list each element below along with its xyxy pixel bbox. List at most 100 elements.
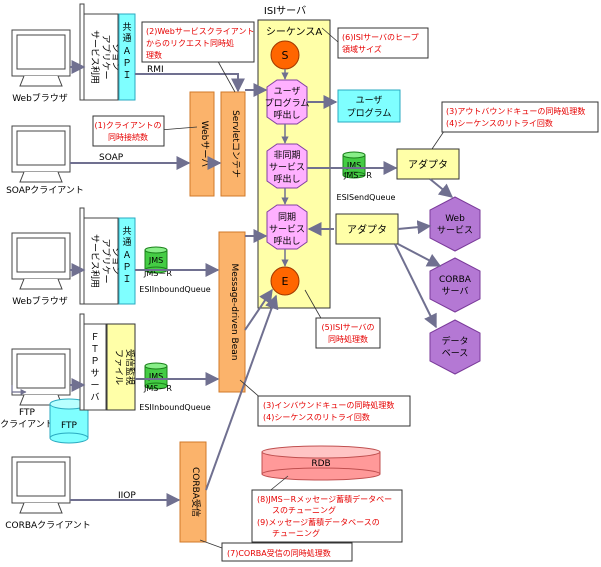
svg-text:理数: 理数: [146, 50, 162, 60]
soap-label: SOAP: [99, 153, 124, 163]
ftp-server-block: Ｆ Ｔ Ｐ サ ー バ ファイル 受信監視: [79, 313, 136, 411]
svg-text:サーバ: サーバ: [442, 286, 469, 297]
svg-text:バ: バ: [90, 392, 99, 403]
svg-text:通: 通: [122, 237, 131, 248]
svg-text:JMS: JMS: [148, 256, 163, 265]
end-node: [270, 266, 300, 296]
svg-text:Ｐ: Ｐ: [90, 357, 99, 367]
soap-client: SOAPクライアント: [6, 125, 84, 196]
start-label: S: [282, 49, 289, 62]
svg-text:Webブラウザ: Webブラウザ: [12, 92, 68, 104]
svg-text:JMS: JMS: [346, 161, 361, 170]
svg-text:非同期: 非同期: [273, 149, 300, 161]
svg-text:(8)JMS－Rメッセージ蓄積データベー: (8)JMS－Rメッセージ蓄積データベー: [257, 494, 392, 504]
svg-text:Webサーバ: Webサーバ: [199, 121, 210, 168]
note-5: (5)ISIサーバの 同時処理数: [315, 317, 381, 349]
svg-text:(3)アウトバウンドキューの同時処理数: (3)アウトバウンドキューの同時処理数: [446, 106, 585, 116]
svg-text:プログラム: プログラム: [347, 107, 392, 119]
isi-server-title: ISIサーバ: [264, 5, 306, 17]
service-app-2: サービス利用 アプリケー ション 共 通 Ａ Ｐ Ｉ: [79, 207, 136, 305]
corba-server-node: CORBA サーバ: [429, 257, 481, 313]
svg-text:JMS－R: JMS－R: [343, 171, 372, 180]
svg-text:アダプタ: アダプタ: [408, 158, 448, 171]
rdb: RDB: [261, 445, 381, 481]
iiop-label: IIOP: [118, 491, 136, 501]
svg-text:(2)Webサービスクライアント: (2)Webサービスクライアント: [146, 27, 254, 36]
svg-text:ユーザ: ユーザ: [356, 95, 383, 106]
svg-text:Ａ: Ａ: [122, 251, 131, 261]
web-server: Webサーバ: [189, 91, 215, 197]
svg-text:チューニング: チューニング: [272, 528, 320, 538]
svg-text:FTP: FTP: [19, 408, 36, 418]
svg-text:Ｆ: Ｆ: [90, 333, 99, 343]
svg-text:(4)シーケンスのリトライ回数: (4)シーケンスのリトライ回数: [263, 412, 370, 422]
jms-send-queue: JMS JMS－R ESISendQueue: [337, 151, 396, 202]
svg-text:ESIInboundQueue: ESIInboundQueue: [139, 285, 210, 294]
svg-text:スのチューニング: スのチューニング: [272, 505, 336, 515]
svg-text:ー: ー: [90, 381, 99, 391]
service-app-1: サービス利用 アプリケー ション 共 通 Ａ Ｐ Ｉ: [79, 3, 136, 101]
svg-text:同時接続数: 同時接続数: [108, 132, 148, 142]
message-driven-bean: Message-driven Bean: [218, 231, 246, 393]
user-program-box: ユーザ プログラム: [337, 89, 401, 123]
adapter-async: アダプタ: [396, 148, 460, 180]
svg-text:ESIInboundQueue: ESIInboundQueue: [139, 403, 210, 412]
svg-text:RDB: RDB: [311, 459, 330, 469]
web-browser-1: Webブラウザ: [11, 29, 71, 104]
jms-inbound-queue-2: JMS JMS－R ESIInboundQueue: [139, 362, 211, 412]
svg-text:呼出し: 呼出し: [273, 173, 300, 185]
note-7: (7)CORBA受信の同時処理数: [221, 542, 353, 562]
svg-text:受信監視: 受信監視: [124, 349, 136, 385]
svg-text:呼出し: 呼出し: [273, 109, 300, 121]
svg-text:サービス利用: サービス利用: [89, 30, 101, 84]
note-3b: (3)インバウンドキューの同時処理数 (4)シーケンスのリトライ回数: [257, 395, 411, 427]
step-user-program-call: ユーザ プログラム 呼出し: [265, 79, 309, 125]
svg-text:アプリケー: アプリケー: [100, 34, 111, 79]
svg-text:FTP: FTP: [61, 421, 78, 431]
svg-text:サービス利用: サービス利用: [89, 234, 101, 288]
note-3a: (3)アウトバウンドキューの同時処理数 (4)シーケンスのリトライ回数: [441, 101, 599, 133]
web-service-node: Web サービス: [429, 196, 481, 252]
svg-text:サービス: サービス: [437, 225, 473, 236]
servlet-container: Servletコンテナ: [220, 91, 246, 197]
svg-text:(6)ISIサーバのヒープ: (6)ISIサーバのヒープ: [342, 33, 419, 42]
svg-text:CORBA受信: CORBA受信: [190, 467, 202, 517]
sequence-title: シーケンスA: [266, 26, 322, 38]
svg-text:サ: サ: [90, 368, 99, 379]
step-async-service-call: 非同期 サービス 呼出し: [266, 143, 308, 189]
svg-text:Ｉ: Ｉ: [122, 275, 131, 285]
ftp-client: FTP クライアント: [0, 348, 71, 430]
ftp-drum: FTP: [49, 398, 89, 444]
svg-text:Ｐ: Ｐ: [122, 59, 131, 69]
svg-text:ファイル: ファイル: [113, 349, 123, 385]
svg-text:Webブラウザ: Webブラウザ: [12, 295, 68, 307]
svg-text:呼出し: 呼出し: [273, 235, 300, 247]
svg-text:アプリケー: アプリケー: [100, 238, 111, 283]
svg-text:(7)CORBA受信の同時処理数: (7)CORBA受信の同時処理数: [227, 548, 331, 558]
svg-text:領域サイズ: 領域サイズ: [342, 44, 382, 54]
svg-text:(3)インバウンドキューの同時処理数: (3)インバウンドキューの同時処理数: [263, 400, 394, 410]
note-8: (8)JMS－Rメッセージ蓄積データベー スのチューニング (9)メッセージ蓄積…: [251, 489, 403, 543]
svg-text:Message-driven Bean: Message-driven Bean: [229, 264, 239, 361]
svg-text:JMS－R: JMS－R: [143, 384, 172, 393]
adapter-sync: アダプタ: [335, 213, 399, 245]
note-6: (6)ISIサーバのヒープ 領域サイズ: [337, 27, 429, 59]
svg-text:JMS－R: JMS－R: [143, 269, 172, 278]
svg-text:からのリクエスト同時処: からのリクエスト同時処: [146, 38, 234, 48]
corba-receiver: CORBA受信: [179, 441, 207, 543]
note-1: (1)クライアントの 同時接続数: [92, 115, 165, 147]
svg-text:(1)クライアントの: (1)クライアントの: [94, 121, 161, 130]
esi-send-queue-label: ESISendQueue: [337, 193, 396, 202]
svg-text:ユーザ: ユーザ: [274, 86, 301, 97]
svg-text:(4)シーケンスのリトライ回数: (4)シーケンスのリトライ回数: [446, 118, 553, 128]
svg-text:ション: ション: [110, 43, 120, 70]
svg-text:サービス: サービス: [269, 162, 305, 173]
svg-text:共: 共: [122, 22, 131, 33]
rmi-label: RMI: [147, 65, 164, 75]
svg-text:ション: ション: [110, 247, 120, 274]
svg-text:同時処理数: 同時処理数: [328, 334, 368, 344]
svg-text:Ｉ: Ｉ: [122, 71, 131, 81]
svg-text:JMS: JMS: [148, 372, 163, 381]
end-label: E: [282, 275, 289, 288]
